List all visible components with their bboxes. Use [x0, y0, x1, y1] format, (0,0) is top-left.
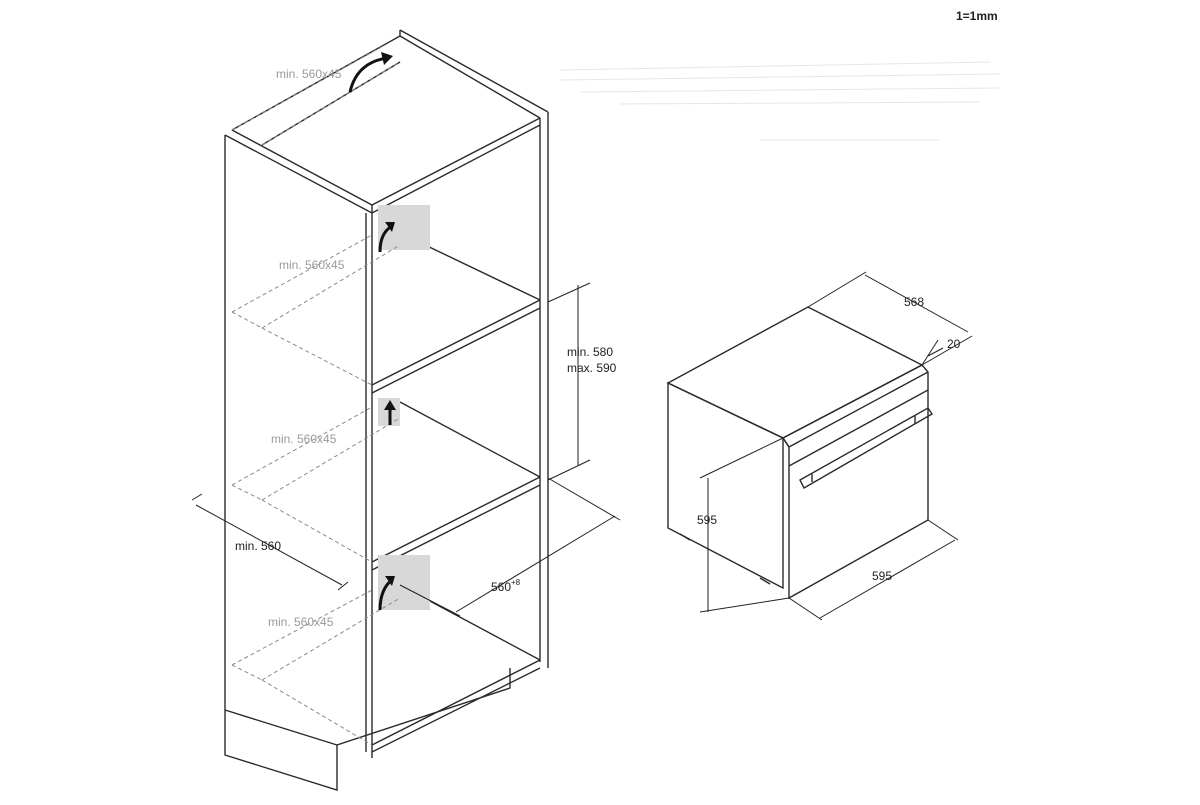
vent-label-upper: min. 560x45 — [279, 258, 345, 272]
niche-height-min-label: min. 580 — [567, 345, 613, 359]
niche-height-max-label: max. 590 — [567, 361, 617, 375]
background-texture — [559, 61, 1001, 141]
arrow-head-icon — [385, 222, 395, 232]
oven-depth-label: 568 — [904, 295, 924, 309]
tall-cabinet — [224, 29, 549, 791]
airflow-arrow-icon — [348, 56, 389, 93]
arrow-head-icon — [385, 576, 395, 586]
oven-width-label: 595 — [872, 569, 892, 583]
cabinet-dimension-lines — [191, 282, 621, 617]
cabinet-width-label: min. 560 — [235, 539, 281, 553]
arrow-head-icon — [384, 400, 396, 410]
niche-depth-label: 560 — [491, 580, 511, 594]
niche-depth-tolerance: +8 — [511, 578, 521, 587]
vent-label-lower: min. 560x45 — [268, 615, 334, 629]
oven-door-thickness-label: 20 — [947, 337, 961, 351]
oven-dimension-lines — [699, 271, 973, 621]
scale-label: 1=1mm — [956, 9, 998, 23]
arrow-head-icon — [381, 52, 393, 65]
vent-openings — [231, 44, 401, 746]
vent-label-top: min. 560x45 — [276, 67, 342, 81]
vent-label-middle: min. 560x45 — [271, 432, 337, 446]
oven-height-label: 595 — [697, 513, 717, 527]
airflow-arrows — [348, 52, 396, 611]
